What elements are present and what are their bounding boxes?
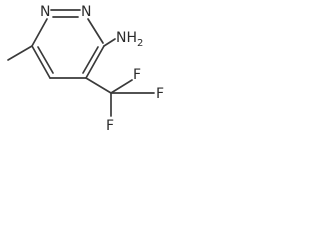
amine-label: NH2: [116, 30, 143, 49]
atom-f-bottom-label: F: [106, 118, 114, 134]
atom-n2-label: N: [81, 4, 91, 20]
bond-c3-c4-double: [82, 46, 99, 74]
bond-n2-c3: [87, 18, 104, 44]
bond-c5-c6: [31, 45, 51, 79]
amine-nh-text: NH: [116, 30, 137, 46]
atom-f-top-label: F: [133, 67, 141, 83]
chemical-structure-diagram: N N NH2 F F F: [7, 4, 164, 134]
atom-n1-label: N: [40, 4, 50, 20]
bond-c4-cf3: [85, 77, 112, 94]
bond-c3-c4: [85, 45, 105, 79]
bond-c3-nh2: [103, 38, 116, 47]
bond-c6-methyl: [7, 45, 33, 61]
atom-f-right-label: F: [156, 86, 164, 102]
pyridazine-ring: [31, 9, 105, 79]
substituent-bonds: [7, 38, 155, 117]
bond-c-f-top: [110, 79, 133, 94]
bond-c6-n1: [31, 18, 48, 47]
amine-subscript-2: 2: [137, 38, 143, 49]
bond-c5-c6-double: [37, 46, 54, 74]
